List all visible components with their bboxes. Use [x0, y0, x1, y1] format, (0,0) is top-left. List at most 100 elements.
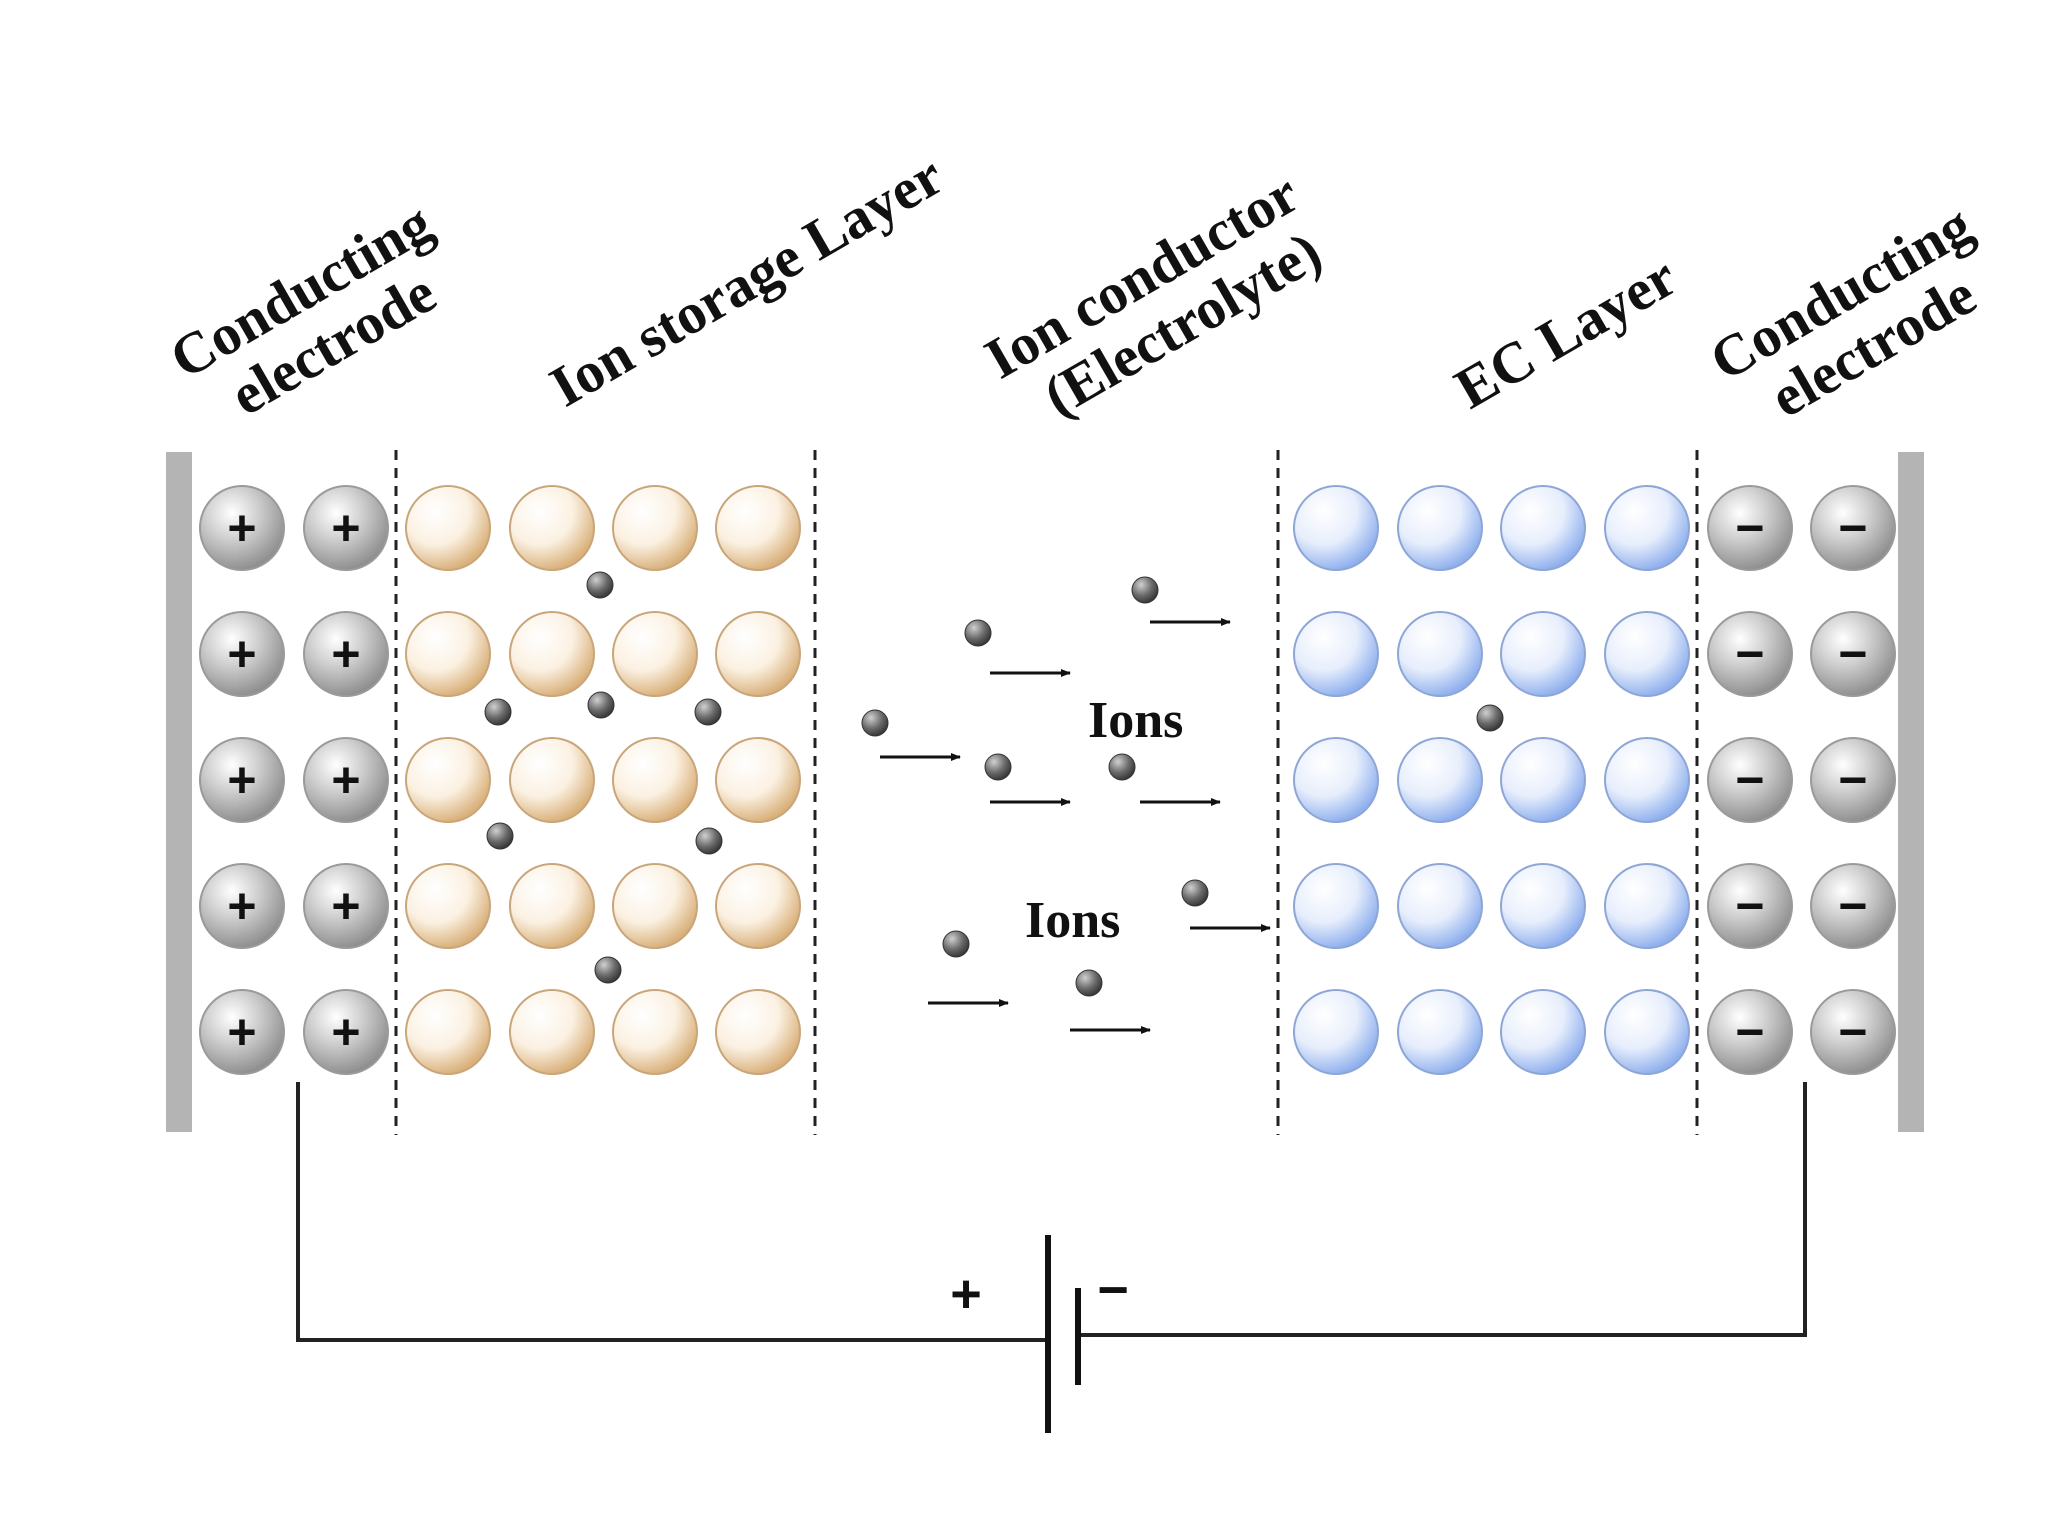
- left-electrode-sphere: [199, 737, 285, 823]
- ec-layer-sphere: [1293, 863, 1379, 949]
- left-electrode-sphere: [199, 863, 285, 949]
- left-electrode-sign: +: [331, 626, 360, 682]
- right-electrode-sphere: [1707, 863, 1793, 949]
- right-electrode-sign: −: [1735, 626, 1764, 682]
- ion-storage-sphere: [612, 989, 698, 1075]
- ec-layer-sphere: [1500, 485, 1586, 571]
- ion: [694, 698, 722, 726]
- left-electrode-sphere: [303, 989, 389, 1075]
- ion-storage-sphere: [612, 737, 698, 823]
- left-electrode-sphere: [199, 611, 285, 697]
- ion: [1181, 879, 1209, 907]
- left-electrode-sphere: [199, 485, 285, 571]
- right-electrode-sign: −: [1735, 500, 1764, 556]
- ion: [484, 698, 512, 726]
- ec-layer-spheres: [1293, 485, 1690, 1075]
- circuit-wire-left: [296, 1082, 1048, 1342]
- ion-storage-sphere: [509, 737, 595, 823]
- ion: [984, 753, 1012, 781]
- label-ion-storage-text: Ion storage Layer: [539, 142, 954, 419]
- ec-layer-sphere: [1397, 485, 1483, 571]
- ion-storage-sphere: [509, 611, 595, 697]
- ec-layer-sphere: [1604, 611, 1690, 697]
- right-electrode-sphere: [1707, 989, 1793, 1075]
- ec-layer-sphere: [1500, 737, 1586, 823]
- ion: [1075, 969, 1103, 997]
- ec-layer-sphere: [1500, 611, 1586, 697]
- label-right-electrode: Conducting electrode: [1699, 185, 2026, 447]
- ion-storage-sphere: [405, 611, 491, 697]
- left-electrode-sign: +: [227, 1004, 256, 1060]
- ion-storage-sphere: [715, 485, 801, 571]
- ion: [586, 571, 614, 599]
- ec-layer-sphere: [1397, 863, 1483, 949]
- ion-storage-sphere: [715, 863, 801, 949]
- left-electrode-plate: [166, 452, 192, 1132]
- left-electrode-sign: +: [227, 752, 256, 808]
- ion-storage-sphere: [405, 989, 491, 1075]
- ion-storage-sphere: [612, 863, 698, 949]
- ion-storage-sphere: [405, 863, 491, 949]
- left-electrode-sphere: [303, 485, 389, 571]
- ion: [587, 691, 615, 719]
- right-electrode-spheres: −−−−−−−−−−: [1707, 485, 1896, 1075]
- circuit-wire-right: [1078, 1082, 1807, 1337]
- ec-layer-sphere: [1500, 989, 1586, 1075]
- right-electrode-sphere: [1707, 737, 1793, 823]
- ec-layer-sphere: [1604, 989, 1690, 1075]
- right-electrode-sign: −: [1838, 1004, 1867, 1060]
- ion-storage-spheres: [405, 485, 801, 1075]
- battery-positive-symbol: +: [950, 1264, 982, 1324]
- ec-layer-sphere: [1604, 485, 1690, 571]
- right-electrode-sign: −: [1838, 752, 1867, 808]
- left-electrode-sphere: [303, 737, 389, 823]
- left-electrode-sign: +: [331, 500, 360, 556]
- ion: [1108, 753, 1136, 781]
- ion-storage-sphere: [509, 863, 595, 949]
- right-electrode-sphere: [1810, 737, 1896, 823]
- right-electrode-sign: −: [1838, 878, 1867, 934]
- right-electrode-sphere: [1810, 989, 1896, 1075]
- ec-layer-sphere: [1397, 611, 1483, 697]
- left-electrode-sign: +: [331, 1004, 360, 1060]
- ion: [1131, 576, 1159, 604]
- ec-layer-sphere: [1397, 989, 1483, 1075]
- label-ion-conductor: Ion conductor (Electrolyte): [974, 153, 1352, 445]
- ec-layer-sphere: [1293, 485, 1379, 571]
- ion: [942, 930, 970, 958]
- ec-layer-sphere: [1604, 863, 1690, 949]
- ion-storage-sphere: [715, 989, 801, 1075]
- right-electrode-sphere: [1810, 863, 1896, 949]
- left-electrode-sign: +: [331, 752, 360, 808]
- left-electrode-sign: +: [227, 626, 256, 682]
- ec-layer-sphere: [1293, 989, 1379, 1075]
- ion-storage-sphere: [715, 611, 801, 697]
- ion-storage-sphere: [612, 485, 698, 571]
- label-left-electrode: Conducting electrode: [159, 183, 486, 445]
- left-electrode-sphere: [303, 863, 389, 949]
- label-ions-lower: Ions: [1025, 892, 1120, 949]
- right-electrode-sphere: [1707, 611, 1793, 697]
- ion-arrows: [880, 618, 1271, 1034]
- left-electrode-sphere: [303, 611, 389, 697]
- label-ec-layer: EC Layer: [1444, 243, 1687, 421]
- right-electrode-sphere: [1810, 611, 1896, 697]
- right-electrode-sign: −: [1735, 1004, 1764, 1060]
- ion: [1476, 704, 1504, 732]
- ion: [695, 827, 723, 855]
- left-electrode-sign: +: [331, 878, 360, 934]
- ions: [484, 571, 1504, 997]
- label-ions-upper: Ions: [1088, 692, 1183, 749]
- ion-storage-sphere: [715, 737, 801, 823]
- battery-negative-symbol: −: [1097, 1260, 1129, 1320]
- right-electrode-sign: −: [1838, 626, 1867, 682]
- right-electrode-sign: −: [1735, 878, 1764, 934]
- left-electrode-sphere: [199, 989, 285, 1075]
- ion: [594, 956, 622, 984]
- left-electrode-sign: +: [227, 878, 256, 934]
- left-electrode-spheres: ++++++++++: [199, 485, 389, 1075]
- ec-layer-sphere: [1293, 611, 1379, 697]
- ec-layer-sphere: [1397, 737, 1483, 823]
- ec-layer-sphere: [1293, 737, 1379, 823]
